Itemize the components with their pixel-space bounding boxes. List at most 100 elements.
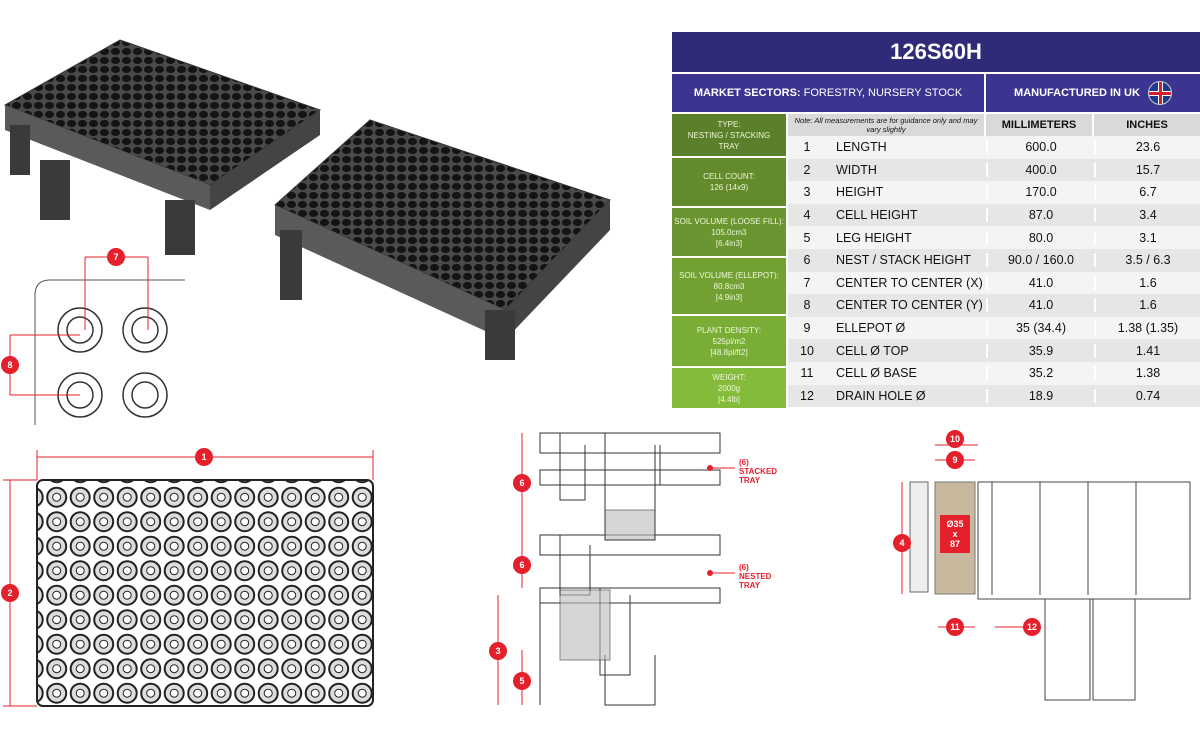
svg-text:11: 11 (950, 622, 960, 632)
marker-7: 7 (107, 248, 125, 266)
cell-mm: 80.0 (986, 230, 1094, 245)
cell-in: 6.7 (1094, 185, 1200, 200)
cell-label: CENTER TO CENTER (X) (836, 275, 983, 290)
cell-mm: 35 (34.4) (986, 321, 1094, 336)
attribute-cell: WEIGHT:2000g[4.4lb] (672, 368, 786, 408)
cell-label: CELL HEIGHT (836, 208, 918, 223)
attribute-l2: [48.8pl/ft2] (710, 347, 748, 357)
table-row: 9 ELLEPOT Ø 35 (34.4)1.38 (1.35) (788, 316, 1200, 340)
cell-label: ELLEPOT Ø (836, 321, 906, 336)
cell-mm: 90.0 / 160.0 (986, 253, 1094, 268)
cell-n: 7 (803, 275, 811, 290)
cell-mm: 170.0 (986, 185, 1094, 200)
nested-label: NESTED (739, 572, 772, 581)
cell-mm: 35.2 (986, 366, 1094, 381)
cell-n: 1 (803, 140, 811, 155)
cell-detail-drawing: 7 8 (1, 248, 185, 425)
spec-table: 126S60H MARKET SECTORS: FORESTRY, NURSER… (672, 32, 1200, 408)
cell-in: 3.4 (1094, 208, 1200, 223)
marker-9: 9 (946, 451, 964, 469)
svg-text:5: 5 (519, 676, 524, 686)
marker-2: 2 (1, 584, 19, 602)
cell-n: 12 (800, 388, 814, 403)
attribute-l2: [6.4in3] (715, 238, 743, 248)
cell-label: NEST / STACK HEIGHT (836, 253, 971, 268)
attribute-cell: PLANT DENSITY:525pl/m2[48.8pl/ft2] (672, 316, 786, 366)
attribute-cell: CELL COUNT: 126 (14x9) (672, 158, 786, 206)
svg-text:12: 12 (1027, 622, 1037, 632)
cell-mm: 41.0 (986, 298, 1094, 313)
svg-text:1: 1 (201, 452, 206, 462)
marker-6-stack: 6 (513, 474, 531, 492)
cell-in: 0.74 (1094, 388, 1200, 403)
cell-mm: 600.0 (986, 140, 1094, 155)
cell-label: DRAIN HOLE Ø (836, 388, 926, 403)
cell-in: 1.41 (1094, 343, 1200, 358)
cell-n: 10 (800, 343, 814, 358)
attribute-l1: 80.8cm3 (713, 281, 745, 291)
tray-3d-right (274, 119, 611, 360)
cell-in: 23.6 (1094, 140, 1200, 155)
header-millimeters: MILLIMETERS (986, 114, 1092, 136)
cell-n: 4 (803, 208, 811, 223)
cell-n: 3 (803, 185, 811, 200)
cell-in: 15.7 (1094, 162, 1200, 177)
cell-n: 9 (803, 321, 811, 336)
marker-8: 8 (1, 356, 19, 374)
attribute-l2: TRAY (718, 141, 740, 151)
svg-text:6: 6 (519, 560, 524, 570)
cell-in: 1.38 (1.35) (1094, 321, 1200, 336)
product-code: 126S60H (672, 32, 1200, 72)
attribute-label: TYPE: (717, 119, 741, 129)
marker-4: 4 (893, 534, 911, 552)
cell-in: 1.6 (1094, 275, 1200, 290)
cell-in: 1.6 (1094, 298, 1200, 313)
svg-text:2: 2 (7, 588, 12, 598)
attribute-cell: SOIL VOLUME (LOOSE FILL):105.0cm3[6.4in3… (672, 208, 786, 256)
svg-text:4: 4 (899, 538, 904, 548)
cell-n: 2 (803, 162, 811, 177)
stack-side-view-drawing: (6) STACKED TRAY (6) NESTED TRAY 6 6 3 5 (489, 432, 777, 706)
market-sectors: MARKET SECTORS: FORESTRY, NURSERY STOCK (672, 74, 984, 112)
svg-text:3: 3 (495, 646, 500, 656)
marker-11: 11 (946, 618, 964, 636)
cell-in: 3.1 (1094, 230, 1200, 245)
cell-section-drawing: Ø35 x 87 10 9 4 11 12 (893, 430, 1191, 701)
cell-in: 3.5 / 6.3 (1094, 253, 1200, 268)
attribute-label: SOIL VOLUME (LOOSE FILL): (674, 216, 784, 226)
cell-label: CELL Ø TOP (836, 343, 909, 358)
marker-6-nest: 6 (513, 556, 531, 574)
cell-label: CENTER TO CENTER (Y) (836, 298, 983, 313)
marker-5: 5 (513, 672, 531, 690)
attribute-l1: 105.0cm3 (711, 227, 747, 237)
tray-top-view-drawing: 1 2 (1, 448, 374, 707)
nested-count: (6) (739, 563, 749, 572)
cell-label: LENGTH (836, 140, 887, 155)
attribute-label: CELL COUNT: (703, 172, 755, 181)
cell-label: HEIGHT (836, 185, 884, 200)
cell-n: 11 (800, 366, 814, 381)
attribute-label: PLANT DENSITY: (696, 325, 762, 335)
attribute-label: WEIGHT: (712, 372, 746, 382)
svg-text:7: 7 (113, 252, 118, 262)
note-header: Note: All measurements are for guidance … (788, 114, 984, 136)
stacked-count: (6) (739, 458, 749, 467)
attribute-l1: 126 (14x9) (709, 183, 749, 192)
cell-mm: 41.0 (986, 275, 1094, 290)
marker-10: 10 (946, 430, 964, 448)
manufactured-in: MANUFACTURED IN UK (986, 74, 1200, 112)
cell-mm: 400.0 (986, 162, 1094, 177)
cell-mm: 18.9 (986, 388, 1094, 403)
stacked-label: STACKED (739, 467, 777, 476)
nested-label-2: TRAY (739, 581, 761, 590)
